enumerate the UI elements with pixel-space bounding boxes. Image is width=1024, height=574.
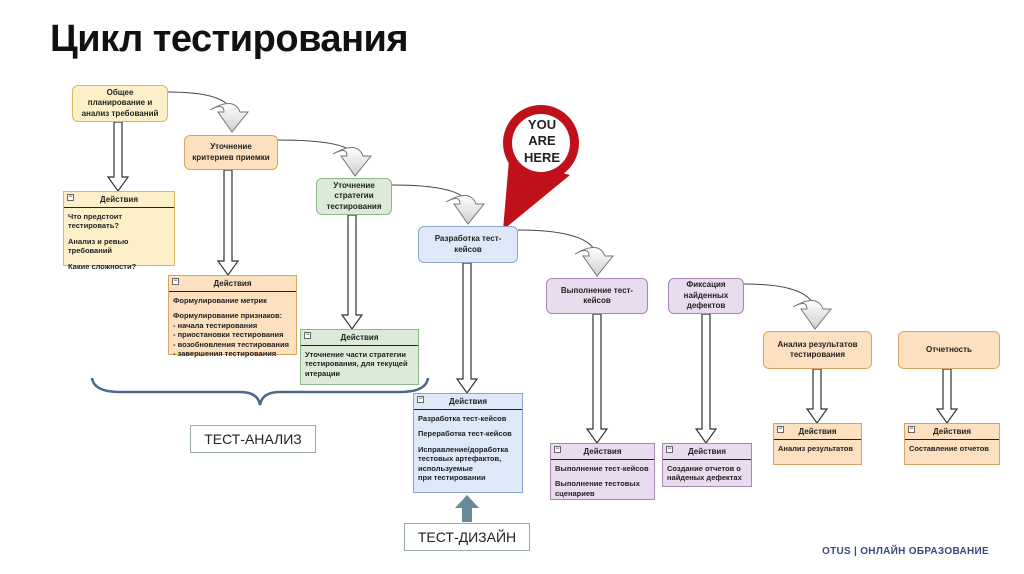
flow-arrow-icon xyxy=(445,195,486,225)
panel-header: − Действия xyxy=(551,444,654,460)
flow-connector xyxy=(167,91,233,113)
panel-header: − Действия xyxy=(169,276,296,292)
up-arrow-icon xyxy=(455,495,479,522)
down-arrow-icon xyxy=(340,214,364,331)
panel-title: Действия xyxy=(583,447,622,456)
panel-title: Действия xyxy=(99,195,139,204)
panel-title: Действия xyxy=(448,397,488,406)
flow-connector xyxy=(743,283,816,310)
panel-title: Действия xyxy=(932,427,972,436)
down-arrow-icon xyxy=(935,368,959,425)
panel-title: Действия xyxy=(798,427,837,436)
footer-brand: OTUS | ОНЛАЙН ОБРАЗОВАНИЕ xyxy=(822,546,989,557)
panel-item: Анализ результатов xyxy=(778,444,853,453)
collapse-icon[interactable]: − xyxy=(666,446,673,453)
panel-header: − Действия xyxy=(774,424,861,440)
pin-line: HERE xyxy=(523,149,561,165)
panel-item: Что предстоит тестировать? xyxy=(68,212,123,231)
panel-header: − Действия xyxy=(301,330,418,346)
panel-header: − Действия xyxy=(64,192,174,208)
brace xyxy=(90,377,430,406)
panel-header: − Действия xyxy=(905,424,999,440)
panel-item: Создание отчетов о найденых дефектах xyxy=(667,464,742,483)
stage-execution[interactable]: Выполнение тест-кейсов xyxy=(546,278,648,314)
down-arrow-icon xyxy=(106,121,130,193)
down-arrow-icon xyxy=(216,169,240,277)
page-title: Цикл тестирования xyxy=(50,18,409,60)
collapse-icon[interactable]: − xyxy=(777,426,784,433)
down-arrow-icon xyxy=(694,313,718,445)
flow-connector xyxy=(517,229,598,257)
collapse-icon[interactable]: − xyxy=(908,426,915,433)
flow-arrow-icon xyxy=(209,103,250,133)
flow-arrow-icon xyxy=(574,247,615,277)
test-design-label: ТЕСТ-ДИЗАЙН xyxy=(404,523,530,551)
collapse-icon[interactable]: − xyxy=(172,278,179,285)
flow-connector xyxy=(391,184,469,205)
collapse-icon[interactable]: − xyxy=(554,446,561,453)
test-analysis-label: ТЕСТ-АНАЛИЗ xyxy=(190,425,316,453)
panel-item: Исправление/доработка тестовых артефакто… xyxy=(418,444,509,482)
panel-item: Разработка тест-кейсов xyxy=(418,414,507,423)
panel-item: Уточнение части стратегии тестирования, … xyxy=(305,350,408,378)
stage-defect-logging[interactable]: Фиксация найденных дефектов xyxy=(668,278,744,314)
panel-item: Формулирование метрик xyxy=(173,296,267,305)
down-arrow-icon xyxy=(805,368,829,425)
flow-connector xyxy=(277,139,356,157)
panel-item: Составление отчетов xyxy=(909,444,989,453)
flow-arrow-icon xyxy=(792,300,833,330)
panel-item: Анализ и ревью требований xyxy=(68,236,129,256)
pin-line: ARE xyxy=(528,133,556,149)
panel-item: Переработка тест-кейсов xyxy=(418,429,512,439)
stage-planning[interactable]: Общее планирование и анализ требований xyxy=(72,85,168,122)
panel-title: Действия xyxy=(213,279,252,288)
stage-test-case-design[interactable]: Разработка тест-кейсов xyxy=(418,226,518,263)
collapse-icon[interactable]: − xyxy=(304,332,311,339)
pin-line: YOU xyxy=(527,117,557,132)
stage-acceptance-criteria[interactable]: Уточнение критериев приемки xyxy=(184,135,278,170)
location-pin-icon xyxy=(503,105,579,230)
panel-item: Какие сложности? xyxy=(68,261,137,271)
panel-title: Действия xyxy=(687,447,727,456)
down-arrow-icon xyxy=(585,313,609,445)
collapse-icon[interactable]: − xyxy=(67,194,74,201)
stage-reporting[interactable]: Отчетность xyxy=(898,331,1000,369)
panel-item: Выполнение тестовых сценариев xyxy=(555,479,640,498)
pin-text: YOU ARE HERE xyxy=(516,117,568,166)
stage-strategy[interactable]: Уточнение стратегии тестирования xyxy=(316,178,392,215)
panel-item: Формулирование признаков: - начала тести… xyxy=(173,311,289,358)
panel-header: − Действия xyxy=(663,444,751,460)
panel-item: Выполнение тест-кейсов xyxy=(555,464,649,473)
collapse-icon[interactable]: − xyxy=(417,396,424,403)
panel-title: Действия xyxy=(340,333,379,342)
down-arrow-icon xyxy=(455,262,479,395)
panel-header: − Действия xyxy=(414,394,522,410)
flow-arrow-icon xyxy=(332,147,373,177)
stage-results-analysis[interactable]: Анализ результатов тестирования xyxy=(763,331,872,369)
